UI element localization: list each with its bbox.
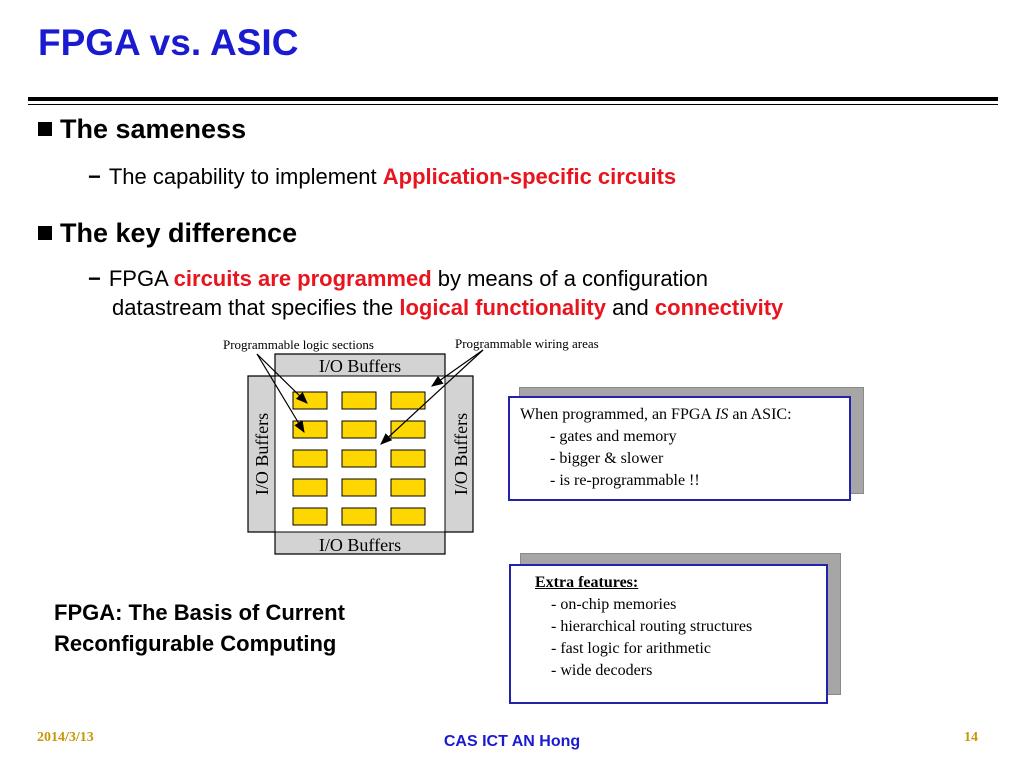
logic-block (390, 449, 426, 468)
caption-line: Reconfigurable Computing (54, 631, 337, 656)
sub-bullet-line-1: −FPGA circuits are programmed by means o… (88, 264, 783, 293)
bullet-heading: The key difference (60, 218, 298, 248)
bullet-key-difference: The key difference (38, 218, 297, 249)
sub-bullet-line-2: datastream that specifies the logical fu… (88, 293, 783, 322)
list-item: - fast logic for arithmetic (551, 640, 711, 657)
sub-bullet-text: FPGA (108, 266, 174, 291)
dash-bullet-icon: − (88, 164, 101, 189)
logic-block (341, 420, 377, 439)
sub-bullet-sameness: −The capability to implement Application… (88, 162, 676, 191)
logic-block (341, 478, 377, 497)
arrow-wiring-1 (431, 349, 484, 387)
slide-title: FPGA vs. ASIC (38, 22, 299, 63)
io-buffers-left-label: I/O Buffers (252, 413, 272, 495)
list-item: - wide decoders (551, 662, 653, 679)
asic-box-intro: When programmed, an FPGA IS an ASIC: (520, 404, 839, 426)
emphasis-text: connectivity (654, 295, 784, 320)
emphasis-text: logical functionality (399, 295, 606, 320)
logic-block (292, 507, 328, 526)
list-item: - on-chip memories (551, 596, 677, 613)
arrow-logic-2 (256, 353, 305, 434)
io-buffers-bottom-label: I/O Buffers (319, 535, 401, 555)
sub-bullet-text: by means of a configuration (431, 266, 709, 291)
logic-block (341, 507, 377, 526)
bullet-heading: The sameness (60, 114, 247, 144)
logic-block (390, 507, 426, 526)
logic-block (341, 391, 377, 410)
io-buffers-right-label: I/O Buffers (451, 413, 471, 495)
sub-bullet-text: The capability to implement (108, 164, 383, 189)
logic-block (390, 478, 426, 497)
asic-comparison-box: When programmed, an FPGA IS an ASIC: - g… (508, 396, 851, 501)
asic-intro-emphasis: IS (715, 406, 729, 423)
square-bullet-icon (38, 122, 52, 136)
square-bullet-icon (38, 226, 52, 240)
logic-block (341, 449, 377, 468)
page-number: 14 (964, 730, 978, 745)
sub-bullet-key-difference: −FPGA circuits are programmed by means o… (88, 264, 783, 322)
caption-line: FPGA: The Basis of Current (54, 600, 345, 625)
features-heading: Extra features: (535, 574, 639, 591)
arrow-wiring-2 (380, 349, 484, 445)
sub-bullet-text: datastream that specifies the (112, 295, 400, 320)
io-buffers-top-label: I/O Buffers (319, 356, 401, 376)
list-item: - is re-programmable !! (550, 472, 700, 489)
logic-block (390, 420, 426, 439)
title-divider-thick (28, 97, 998, 101)
logic-block-grid (292, 391, 426, 526)
list-item: - hierarchical routing structures (551, 618, 753, 635)
footer-author: CAS ICT AN Hong (443, 733, 581, 750)
emphasis-text: circuits are programmed (173, 266, 432, 291)
fpga-architecture-diagram: I/O Buffers I/O Buffers I/O Buffers I/O … (223, 336, 599, 555)
footer-date: 2014/3/13 (37, 730, 94, 745)
logic-block (390, 391, 426, 410)
logic-block (292, 478, 328, 497)
list-item: - bigger & slower (550, 450, 664, 467)
logic-block (292, 420, 328, 439)
logic-block (292, 449, 328, 468)
asic-intro-text: When programmed, an FPGA (520, 406, 716, 423)
diagram-caption: FPGA: The Basis of Current Reconfigurabl… (54, 597, 345, 659)
bullet-sameness: The sameness (38, 114, 246, 145)
extra-features-box: Extra features: - on-chip memories - hie… (509, 564, 828, 704)
title-divider-thin (28, 104, 998, 105)
programmable-logic-label: Programmable logic sections (223, 337, 374, 352)
emphasis-text: Application-specific circuits (382, 164, 677, 189)
programmable-wiring-label: Programmable wiring areas (455, 336, 599, 351)
list-item: - gates and memory (550, 428, 677, 445)
sub-bullet-text: and (605, 295, 655, 320)
arrow-logic-1 (256, 353, 308, 404)
asic-intro-text: an ASIC: (728, 406, 792, 423)
dash-bullet-icon: − (88, 266, 101, 291)
